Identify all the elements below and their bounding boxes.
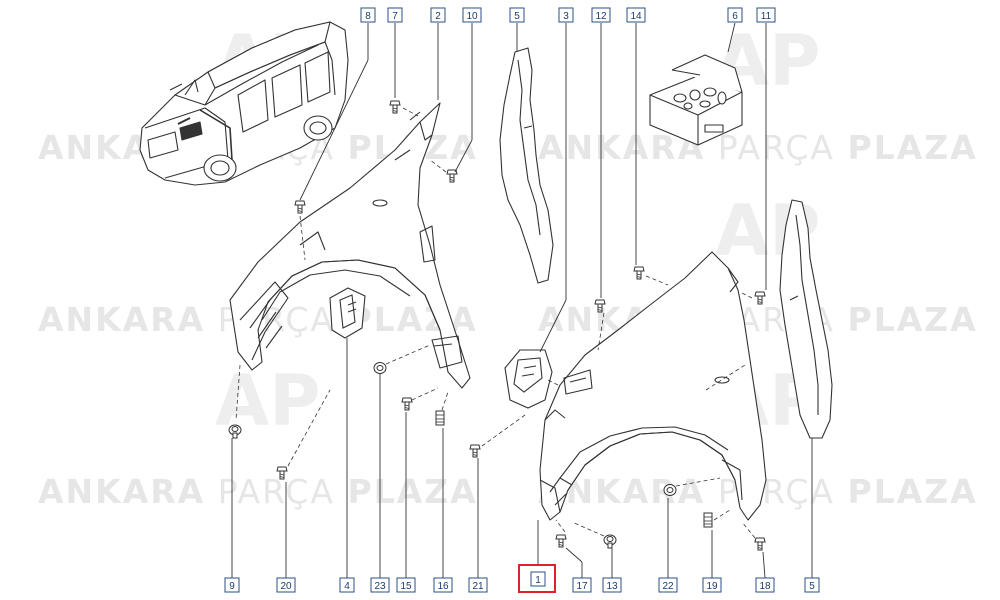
callout-number: 3 xyxy=(563,11,569,22)
callout-number: 21 xyxy=(472,581,484,592)
callout-number: 16 xyxy=(437,581,449,592)
callout-number: 23 xyxy=(374,581,386,592)
watermark-plaza: PLAZA xyxy=(347,472,478,511)
watermark-parca: PARÇA xyxy=(717,128,836,167)
callout-14: 14 xyxy=(626,7,646,23)
bracket-4 xyxy=(329,287,366,339)
leader-lines xyxy=(231,22,813,579)
callout-19: 19 xyxy=(702,577,722,593)
callout-number: 4 xyxy=(344,581,350,592)
callout-number: 8 xyxy=(365,11,371,22)
watermark-ankara: ANKARA xyxy=(38,472,206,511)
callout-number: 5 xyxy=(809,581,815,592)
callout-5-upper: 5 xyxy=(509,7,525,23)
bracket-3 xyxy=(504,349,553,409)
callout-labels: 8 7 2 10 5 3 12 14 xyxy=(224,7,820,593)
callout-number: 11 xyxy=(761,11,772,22)
callout-10: 10 xyxy=(462,7,482,23)
fastener-kit-box xyxy=(649,54,743,146)
callout-21: 21 xyxy=(468,577,488,593)
watermark-parca: PARÇA xyxy=(217,472,336,511)
callout-number: 19 xyxy=(706,581,718,592)
callout-16: 16 xyxy=(433,577,453,593)
callout-17: 17 xyxy=(572,577,592,593)
assembly-lines xyxy=(235,107,756,539)
callout-number: 17 xyxy=(576,581,588,592)
callout-number: 7 xyxy=(392,11,398,22)
callout-23: 23 xyxy=(370,577,390,593)
watermark-ankara: ANKARA xyxy=(38,300,206,339)
callout-number: 12 xyxy=(595,11,607,22)
callout-8: 8 xyxy=(360,7,376,23)
watermark-plaza: PLAZA xyxy=(847,472,978,511)
right-fender xyxy=(539,251,767,521)
fender-liner-upper xyxy=(499,47,554,284)
vehicle-illustration xyxy=(139,21,349,186)
callout-number: 22 xyxy=(662,581,674,592)
callout-number: 14 xyxy=(630,11,642,22)
watermark-text: ANKARA PARÇA PLAZA xyxy=(38,472,478,511)
callout-7: 7 xyxy=(387,7,403,23)
callout-15: 15 xyxy=(396,577,416,593)
watermark-plaza: PLAZA xyxy=(847,300,978,339)
callout-number: 6 xyxy=(732,11,738,22)
callout-number: 2 xyxy=(435,11,441,22)
callout-22: 22 xyxy=(658,577,678,593)
callout-13: 13 xyxy=(602,577,622,593)
callout-number: 5 xyxy=(514,11,520,22)
callout-number: 15 xyxy=(400,581,412,592)
callout-4: 4 xyxy=(339,577,355,593)
callout-1-highlighted: 1 xyxy=(518,564,556,593)
fender-liner-lower xyxy=(779,199,833,439)
callout-18: 18 xyxy=(755,577,775,593)
callout-number: 20 xyxy=(280,581,292,592)
callout-2: 2 xyxy=(430,7,446,23)
callout-11: 11 xyxy=(756,7,776,23)
callout-5-lower: 5 xyxy=(804,577,820,593)
callout-12: 12 xyxy=(591,7,611,23)
watermark-plaza: PLAZA xyxy=(847,128,978,167)
callout-3: 3 xyxy=(558,7,574,23)
callout-number: 10 xyxy=(466,11,478,22)
callout-number: 9 xyxy=(229,581,235,592)
callout-number: 13 xyxy=(606,581,618,592)
callout-number: 18 xyxy=(759,581,771,592)
callout-20: 20 xyxy=(276,577,296,593)
callout-6: 6 xyxy=(727,7,743,23)
left-fender xyxy=(229,102,471,389)
callout-9: 9 xyxy=(224,577,240,593)
callout-number: 1 xyxy=(535,575,541,586)
